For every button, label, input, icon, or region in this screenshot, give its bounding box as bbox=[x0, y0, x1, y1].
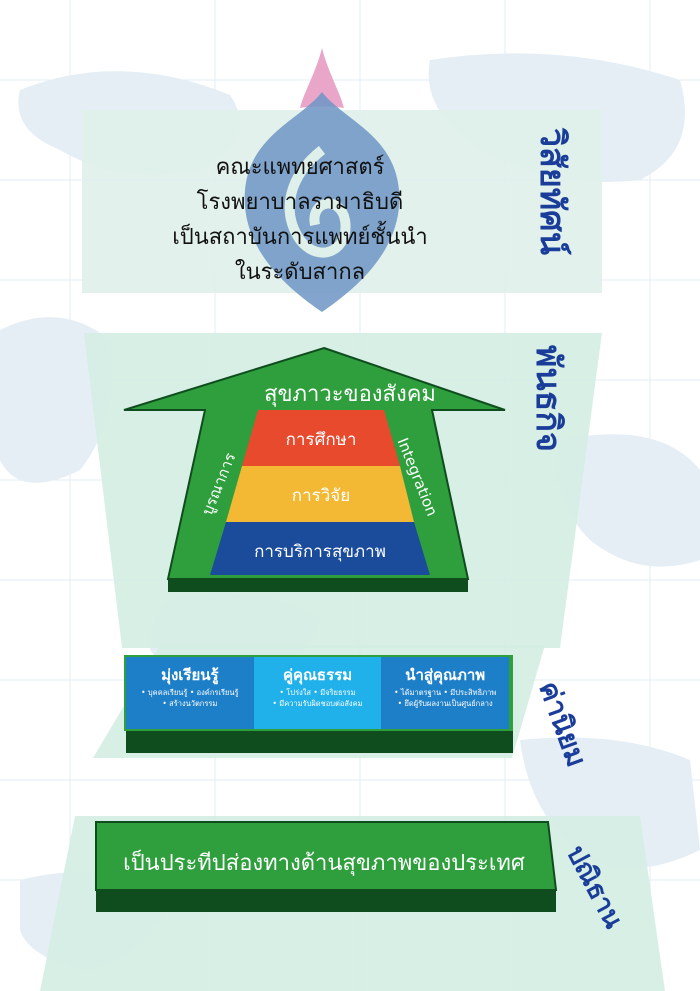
vision-line-1: คณะแพทยศาสตร์ bbox=[215, 155, 385, 180]
vision-line-4: ในระดับสากล bbox=[234, 260, 366, 285]
value-detail: • บุคคลเรียนรู้ • องค์กรเรียนรู้ bbox=[141, 688, 239, 697]
vision-statement: คณะแพทยศาสตร์ โรงพยาบาลรามาธิบดี เป็นสถา… bbox=[150, 150, 450, 290]
commitment-text: เป็นประทีปส่องทางด้านสุขภาพของประเทศ bbox=[123, 851, 525, 876]
value-learning: มุ่งเรียนรู้ • บุคคลเรียนรู้ • องค์กรเรี… bbox=[126, 657, 254, 729]
value-title: มุ่งเรียนรู้ bbox=[161, 666, 219, 684]
value-detail: • มีความรับผิดชอบต่อสังคม bbox=[272, 699, 363, 708]
value-title: นำสู่คุณภาพ bbox=[405, 666, 486, 684]
layer-service-bg bbox=[210, 522, 430, 575]
vision-label: วิสัยทัศน์ bbox=[532, 128, 572, 256]
value-ethics: คู่คุณธรรม • โปร่งใส • มีจริยธรรม • มีคว… bbox=[253, 657, 382, 729]
values-box-shadow bbox=[126, 729, 513, 753]
layer-education: การศึกษา bbox=[285, 430, 357, 450]
arrow-title: สุขภาวะของสังคม bbox=[264, 382, 436, 407]
value-quality: นำสู่คุณภาพ • ได้มาตรฐาน • มีประสิทธิภาพ… bbox=[381, 657, 510, 729]
mission-label: พันธกิจ bbox=[528, 345, 568, 452]
value-detail: • ยึดผู้รับผลงานเป็นศูนย์กลาง bbox=[397, 699, 493, 708]
value-detail: • สร้างนวัตกรรม bbox=[162, 699, 218, 708]
layer-education-bg bbox=[242, 410, 400, 466]
value-detail: • ได้มาตรฐาน • มีประสิทธิภาพ bbox=[394, 688, 497, 697]
layer-research-bg bbox=[226, 466, 414, 522]
value-title: คู่คุณธรรม bbox=[282, 666, 353, 684]
values-box: มุ่งเรียนรู้ • บุคคลเรียนรู้ • องค์กรเรี… bbox=[126, 657, 510, 729]
value-detail: • โปร่งใส • มีจริยธรรม bbox=[279, 688, 356, 697]
layer-research: การวิจัย bbox=[291, 486, 351, 506]
drop-logo-icon bbox=[244, 48, 400, 312]
vision-line-3: เป็นสถาบันการแพทย์ชั้นนำ bbox=[172, 225, 428, 250]
vision-line-2: โรงพยาบาลรามาธิบดี bbox=[196, 190, 404, 215]
layer-service: การบริการสุขภาพ bbox=[254, 542, 386, 562]
commit-box bbox=[95, 821, 558, 891]
arrow-base-shadow bbox=[168, 579, 468, 592]
